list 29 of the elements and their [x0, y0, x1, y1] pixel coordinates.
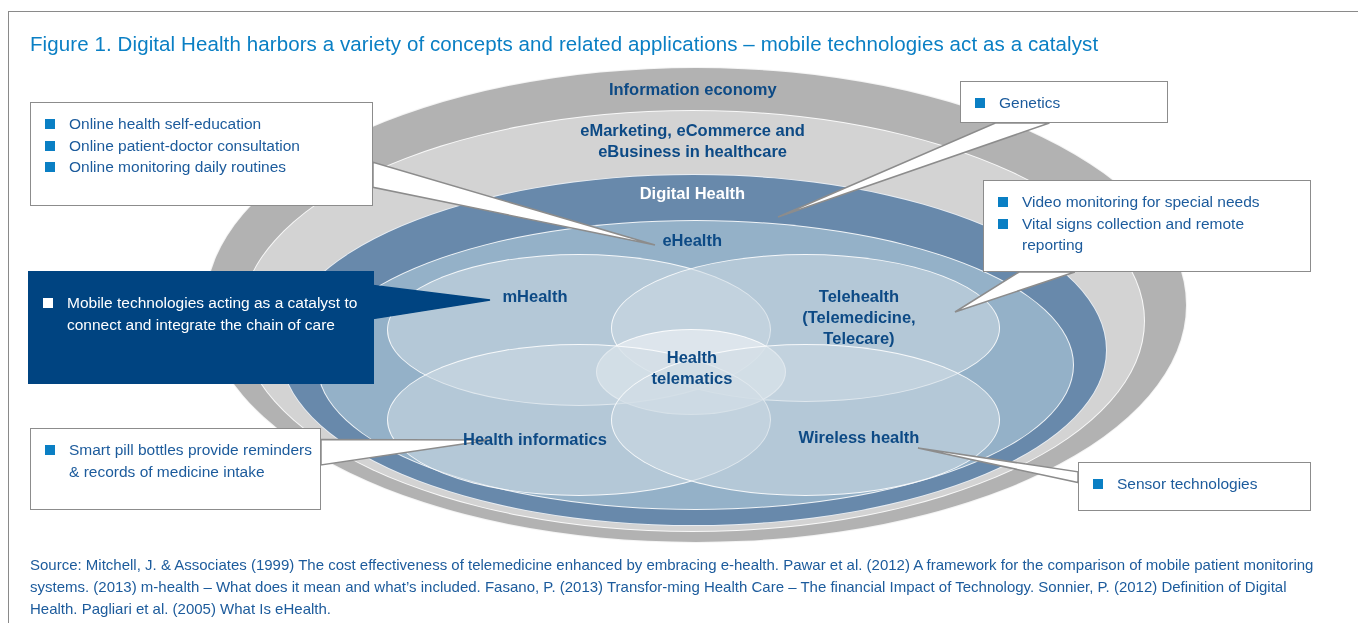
area-label: Health telematics	[650, 347, 734, 389]
callout-pointer	[954, 271, 1076, 313]
area-label: Health informatics	[463, 428, 607, 450]
callout-pointer	[917, 447, 1079, 484]
area-label: Wireless health	[798, 426, 920, 448]
bullet-item: Video monitoring for special needs	[998, 191, 1302, 213]
callout-box	[30, 428, 321, 510]
bullet-item: Sensor technologies	[1093, 473, 1302, 495]
callout-box	[28, 271, 374, 384]
callout-box	[1078, 462, 1311, 511]
bullet-item: Smart pill bottles provide reminders & records of medicine intake	[45, 439, 312, 482]
area-label: eHealth	[662, 229, 722, 251]
bullet-item: Online monitoring daily routines	[45, 156, 364, 178]
area-label: mHealth	[502, 285, 568, 307]
callout-pointer	[320, 438, 491, 466]
callout-pointer	[777, 122, 1051, 218]
area-label: eMarketing, eCommerce and eBusiness in healthcare	[579, 119, 806, 162]
callout-pointer	[373, 284, 491, 320]
source-note: Source: Mitchell, J. & Associates (1999) The cost effectiveness of telemedicine enhanced by embracing e-health. Pawar et al. (2012) A framework for the comparison of mobile patient monitoring systems. (2013) m-health – What does it mean and what’s included. Fasano, P. (2013) Transfor-ming Health Care – The financial Impact of Technology. Sonnier, P. (2012) Definition of Digital Health. Pagliari et al. (2005) What Is eHealth.	[30, 555, 1315, 619]
bullet-item: Online health self-education	[45, 113, 364, 135]
figure-title: Figure 1. Digital Health harbors a variety of concepts and related applications – mobile technologies act as a catalyst	[30, 32, 1099, 56]
area-label: Information economy	[608, 78, 777, 100]
bullet-item: Vital signs collection and remote reporting	[998, 212, 1302, 256]
area-label: Digital Health	[639, 182, 746, 204]
bullet-item: Genetics	[975, 92, 1159, 114]
callout-pointer	[372, 161, 656, 246]
bullet-item: Mobile technologies acting as a catalyst to connect and integrate the chain of care	[43, 292, 365, 335]
area-label: Telehealth (Telemedicine, Telecare)	[801, 285, 917, 349]
callout-box	[30, 102, 373, 206]
